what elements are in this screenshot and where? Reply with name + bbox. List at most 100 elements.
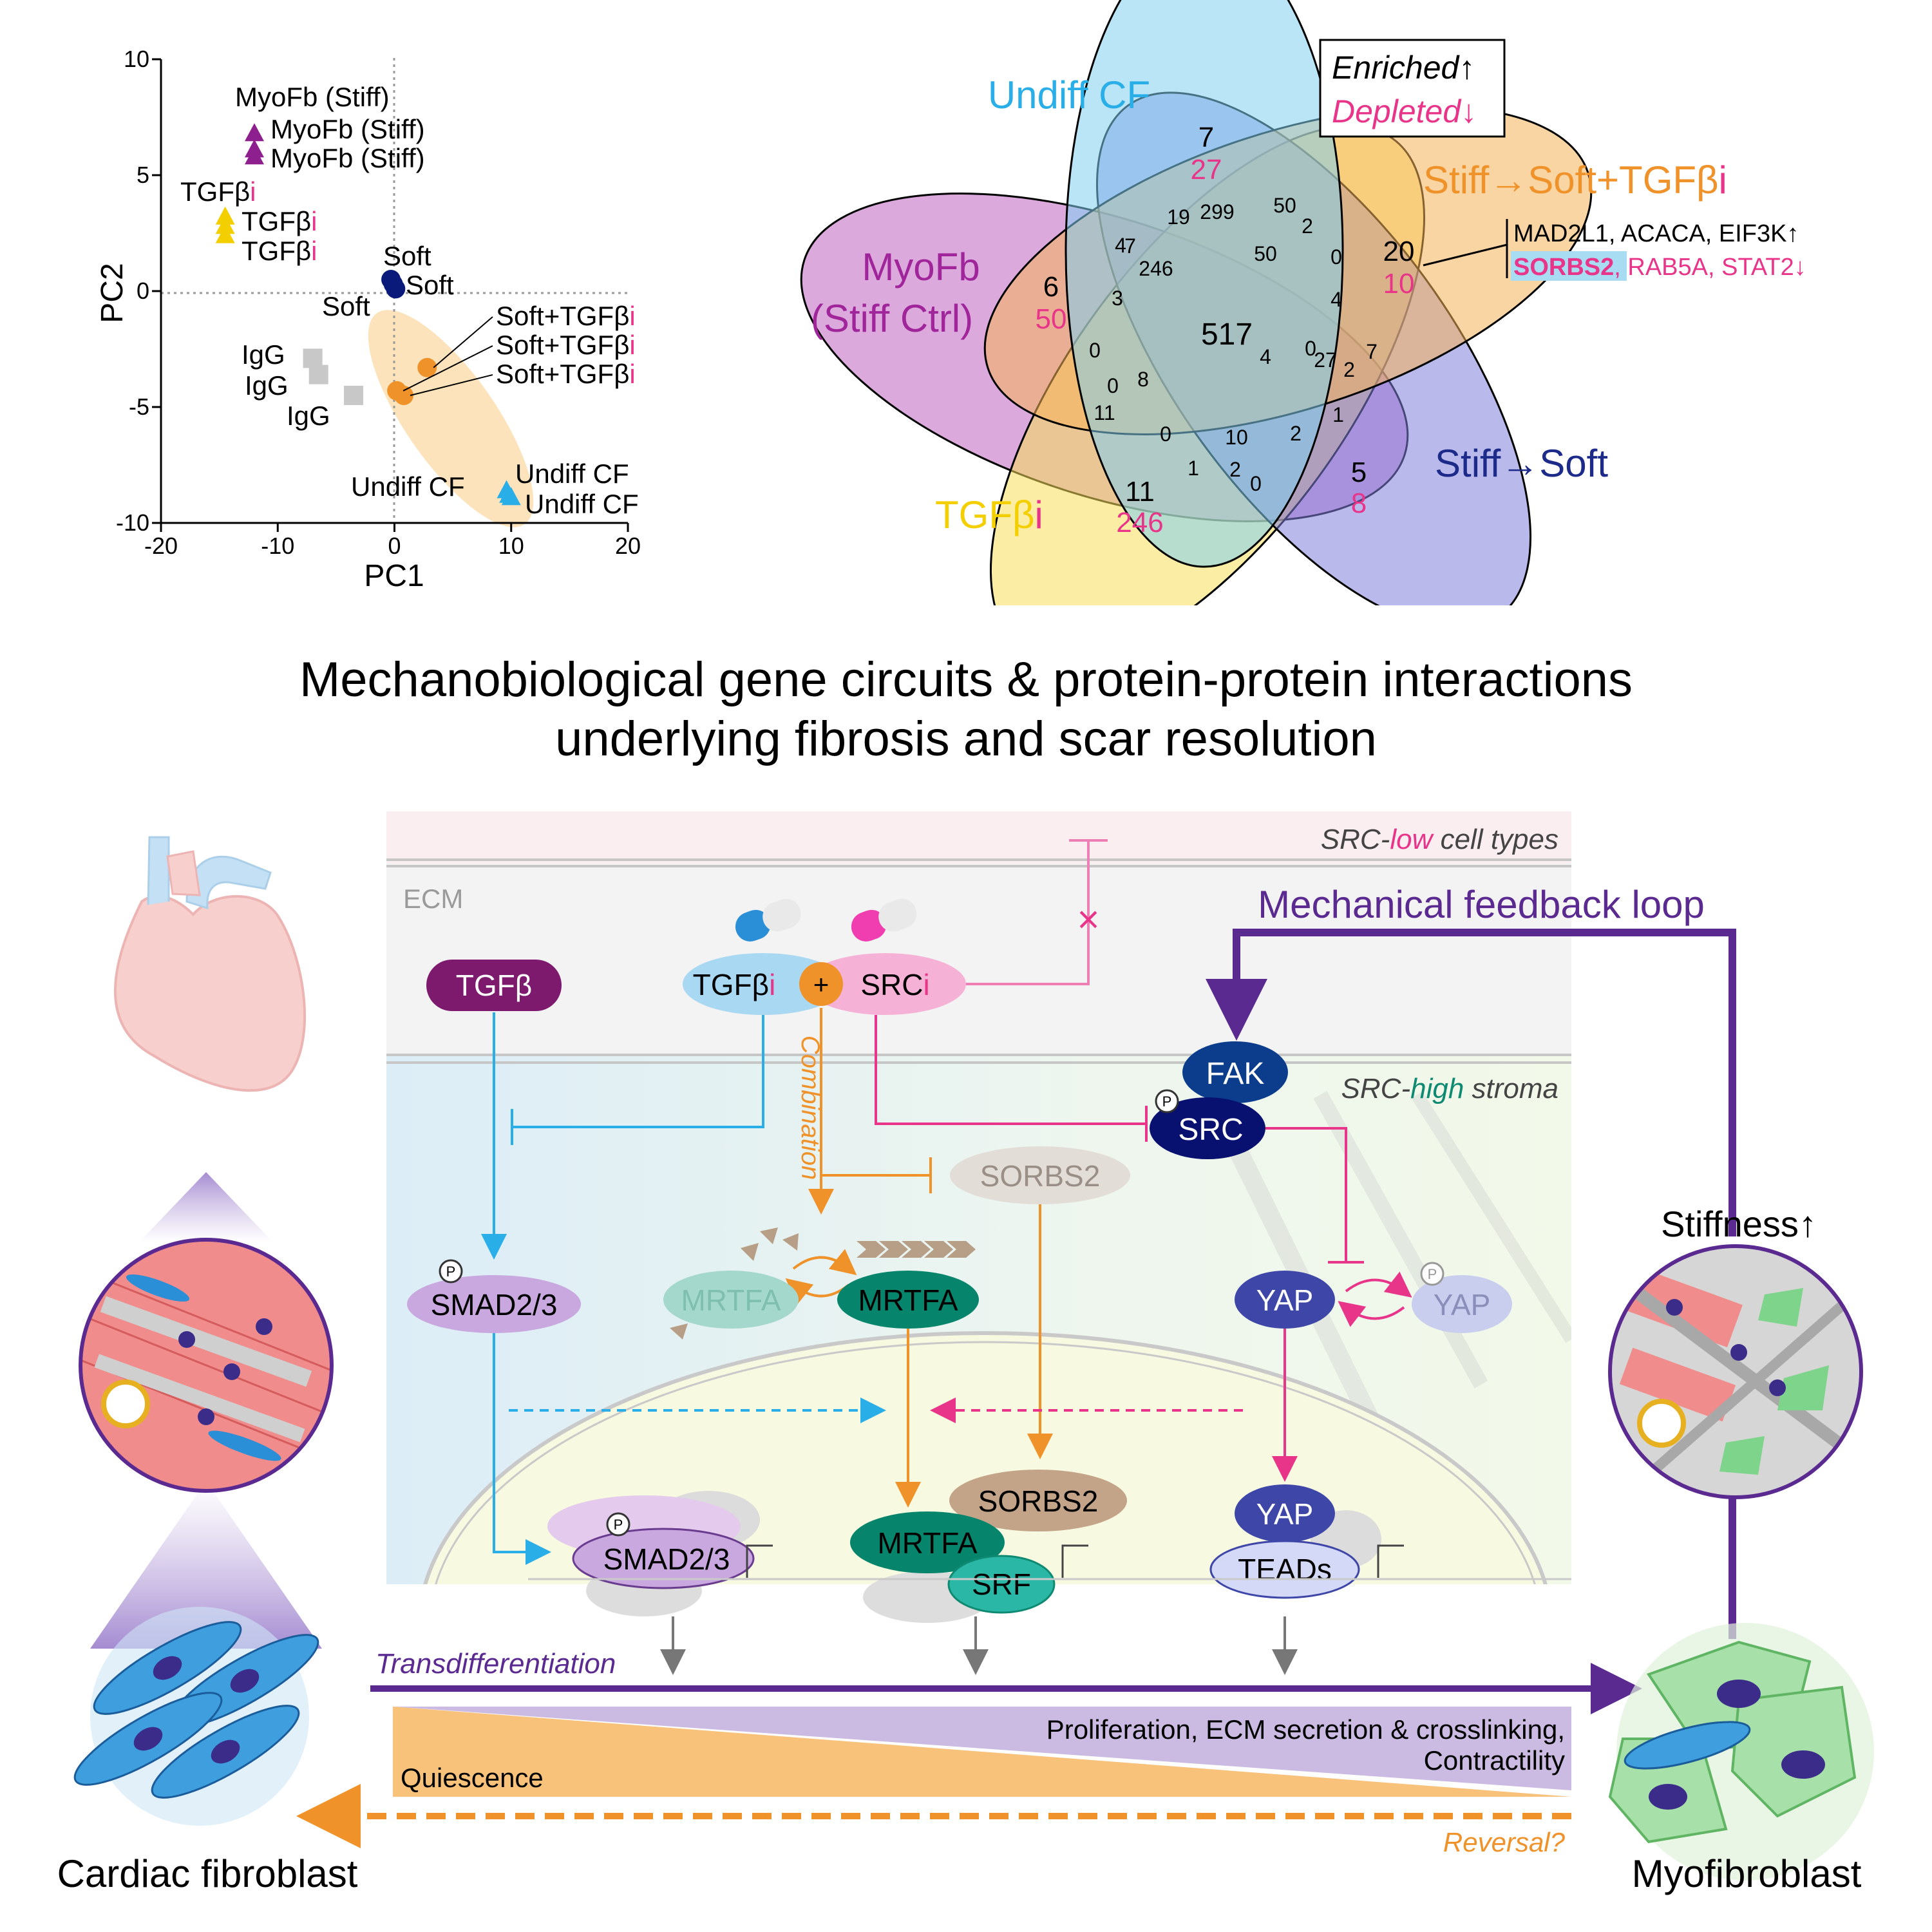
smad-nuclear-label: SMAD2/3 xyxy=(603,1542,730,1576)
venn-legend-enriched: Enriched↑ xyxy=(1332,50,1475,86)
pca-ytick-label: 10 xyxy=(124,46,149,72)
pca-point-label: TGFβi xyxy=(180,176,256,207)
venn-region-count: 50 xyxy=(1273,194,1296,217)
src-high-label: SRC-high stroma xyxy=(1341,1073,1558,1104)
pca-highlight-ellipse xyxy=(368,310,534,527)
pca-point-label: TGFβi xyxy=(242,206,317,236)
pca-point xyxy=(344,386,364,405)
feedback-loop-arrow xyxy=(1206,929,1736,1236)
cardiac-fibroblast-icon xyxy=(73,1607,319,1826)
venn-label-tgfbi: TGFβi xyxy=(935,493,1043,536)
blocked-x-icon: × xyxy=(1077,898,1099,941)
tgfb-label: TGFβ xyxy=(456,969,532,1002)
venn-tgfbi-up: 11 xyxy=(1125,476,1155,507)
smad-nuclear-phospho-icon xyxy=(606,1512,630,1537)
feedback-loop-label: Mechanical feedback loop xyxy=(1258,883,1705,926)
venn-region-count: 7 xyxy=(1366,340,1378,363)
zoom-cone-bottom xyxy=(90,1481,322,1649)
sorbs2-cyto-label: SORBS2 xyxy=(980,1159,1101,1193)
pca-point xyxy=(215,216,235,234)
venn-region-count: 0 xyxy=(1089,339,1101,362)
title-line-2: underlying fibrosis and scar resolution xyxy=(555,712,1377,766)
combination-label: Combination xyxy=(796,1036,824,1180)
venn-region-count: 1 xyxy=(1188,457,1199,480)
venn-myofb-up: 6 xyxy=(1043,271,1059,303)
pca-point xyxy=(308,365,328,384)
venn-gene-down-line: SORBS2, RAB5A, STAT2↓ xyxy=(1513,254,1806,281)
actin-filament-icon xyxy=(857,1241,976,1258)
pca-leader-line xyxy=(410,374,493,396)
smad-promoter-icon xyxy=(746,1544,773,1578)
myofibroblast-label: Myofibroblast xyxy=(1632,1852,1862,1895)
pca-point xyxy=(245,146,264,165)
pca-point-label: Soft+TGFβi xyxy=(496,359,636,389)
pca-point xyxy=(303,348,323,368)
fak-label: FAK xyxy=(1206,1057,1265,1091)
transdifferentiation-label: Transdifferentiation xyxy=(375,1648,616,1680)
venn-petal-undiff xyxy=(1065,0,1344,568)
sorbs2-nuclear-node xyxy=(949,1470,1127,1531)
venn-region-count: 246 xyxy=(1139,257,1173,280)
venn-region-count: 0 xyxy=(1331,245,1342,269)
yap-phospho-label: YAP xyxy=(1434,1288,1491,1321)
venn-region-count: 0 xyxy=(1305,337,1316,360)
teads-node xyxy=(1209,1540,1360,1599)
pca-xtick-label: 10 xyxy=(498,533,524,559)
yap-node xyxy=(1235,1271,1335,1329)
pca-ytick-label: 0 xyxy=(137,278,149,304)
pca-point-label: MyoFb (Stiff) xyxy=(270,143,425,173)
src-node xyxy=(1150,1097,1265,1159)
pca-xtick-label: 0 xyxy=(388,533,401,559)
pca-xtick-label: -10 xyxy=(261,533,294,559)
venn-region-count: 19 xyxy=(1167,205,1190,229)
cardiac-fibroblast-label: Cardiac fibroblast xyxy=(57,1852,358,1895)
mechanobiology-schematic: SRC-low cell types ECM SRC-high stroma M… xyxy=(57,811,1874,1895)
zoom-cone-top xyxy=(138,1172,274,1243)
src-phospho-label: P xyxy=(1162,1094,1172,1110)
pca-ytick-label: 5 xyxy=(137,162,149,188)
pca-point-label: IgG xyxy=(287,401,330,431)
smad-to-nucleus-arrow xyxy=(493,1333,551,1565)
venn-gene-highlight-box xyxy=(1511,251,1627,281)
venn-region-count: 0 xyxy=(1160,422,1171,446)
pca-point-label: Soft+TGFβi xyxy=(496,301,636,331)
actin-cycle-top xyxy=(792,1249,857,1276)
smad-cyto-label: SMAD2/3 xyxy=(431,1288,558,1321)
smad-nuclear-node xyxy=(572,1528,755,1589)
pca-point xyxy=(417,357,437,377)
stiffness-label: Stiffness↑ xyxy=(1661,1204,1817,1244)
yap-cycle-bottom xyxy=(1338,1301,1405,1327)
venn-center-count: 517 xyxy=(1201,317,1253,352)
title-line-1: Mechanobiological gene circuits & protei… xyxy=(299,652,1633,707)
mrtfa-free-node xyxy=(837,1271,979,1329)
pca-point xyxy=(215,225,235,243)
venn-region-count: 0 xyxy=(1250,472,1262,495)
prolif-wedge xyxy=(393,1707,1571,1790)
actin-monomers-icon xyxy=(670,1227,799,1340)
yap-nuclear-node xyxy=(1235,1484,1335,1542)
mrtfa-nuclear-node xyxy=(850,1511,1005,1573)
pca-point-label: Soft xyxy=(322,291,370,321)
yap-cycle-top xyxy=(1345,1271,1412,1298)
srf-node xyxy=(947,1555,1056,1614)
venn-stiffsofttgf-down: 10 xyxy=(1383,268,1415,299)
pca-point-label: Undiff CF xyxy=(351,471,465,502)
venn-legend-depleted: Depleted↓ xyxy=(1332,93,1477,129)
venn-gene-up: MAD2L1, ACACA, EIF3K↑ xyxy=(1513,220,1799,247)
pca-ylabel: PC2 xyxy=(95,263,129,323)
tgfb-node xyxy=(426,960,562,1011)
mrtfa-bound-label: MRTFA xyxy=(681,1283,781,1317)
src-phospho-icon xyxy=(1155,1089,1179,1113)
src-label: SRC xyxy=(1178,1113,1243,1147)
pca-point-label: Undiff CF xyxy=(525,489,639,519)
nucleus xyxy=(423,1331,1548,1584)
smad-nuclear-p: P xyxy=(614,1517,623,1533)
venn-region-count: 7 xyxy=(1124,234,1136,258)
ecm-band xyxy=(386,863,1571,1056)
venn-stiffsofttgf-up: 20 xyxy=(1383,236,1415,267)
ecm-label: ECM xyxy=(403,884,463,914)
srci-node xyxy=(805,953,966,1015)
pca-leader-line xyxy=(433,316,493,368)
venn-stiffsoft-down: 8 xyxy=(1351,488,1367,519)
mrtfa-promoter-icon xyxy=(1061,1544,1088,1578)
